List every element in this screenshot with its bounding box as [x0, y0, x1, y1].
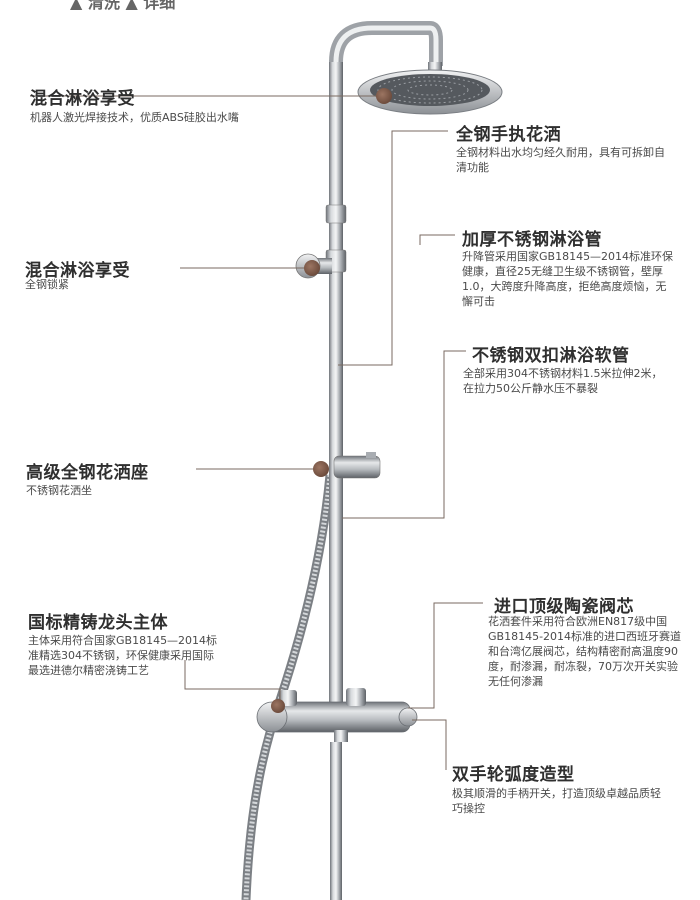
header-partial-text: ▲ 清洗 ▲ 详细 [70, 0, 176, 12]
feature-6-desc: 不锈钢花洒坐 [26, 484, 92, 497]
feature-1-title: 混合淋浴享受 [30, 89, 135, 109]
feature-8-desc: 主体采用符合国家GB18145—2014标准精选304不锈钢，环保健康采用国际最… [28, 634, 218, 677]
feature-7-title: 进口顶级陶瓷阀芯 [494, 597, 634, 617]
feature-2-desc: 全钢材料出水均匀经久耐用，具有可拆卸自清功能 [456, 146, 665, 174]
feature-3-desc: 全钢锁紧 [25, 278, 69, 291]
hose [241, 474, 335, 900]
feature-2-title: 全钢手执花洒 [456, 125, 561, 145]
feature-1-desc: 机器人激光焊接技术，优质ABS硅胶出水嘴 [30, 111, 239, 124]
callout-dots [271, 88, 392, 713]
feature-4-title: 加厚不锈钢淋浴管 [462, 230, 602, 250]
feature-5-desc: 全部采用304不锈钢材料1.5米拉伸2米，在拉力50公斤静水压不暴裂 [463, 367, 663, 395]
riser-pipe [329, 60, 343, 710]
feature-9-title: 双手轮弧度造型 [452, 765, 575, 785]
feature-6-title: 高级全钢花洒座 [26, 463, 149, 483]
feature-4-desc: 升降管采用国家GB18145—2014标准环保健康，直径25无缝卫生级不锈钢管，… [462, 250, 674, 308]
feature-8-title: 国标精铸龙头主体 [28, 613, 168, 633]
leader-lines [30, 95, 483, 770]
shower-holder [333, 455, 381, 479]
feature-9-desc: 极其顺滑的手柄开关，打造顶级卓越品质轻巧操控 [452, 787, 661, 815]
feature-3-title: 混合淋浴享受 [25, 261, 130, 281]
feature-5-title: 不锈钢双扣淋浴软管 [472, 346, 630, 366]
mixer-valve-body [267, 701, 411, 733]
feature-7-desc: 花洒套件采用符合欧洲EN817级中国GB18145-2014标准的进口西班牙赛道… [488, 615, 682, 688]
